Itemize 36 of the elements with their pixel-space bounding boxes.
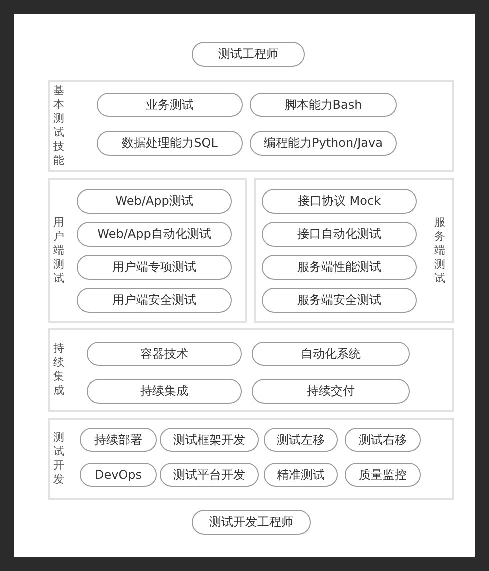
section-panel	[48, 80, 454, 172]
skill-pill: 精准测试	[264, 463, 338, 487]
skill-pill: 测试右移	[345, 428, 421, 452]
skill-pill: 接口协议 Mock	[262, 189, 417, 214]
skill-pill: 接口自动化测试	[262, 222, 417, 247]
section-title: 用户端测试	[53, 216, 65, 286]
section-panel	[48, 418, 454, 500]
skill-pill: 用户端专项测试	[77, 255, 232, 280]
section-title: 持续集成	[53, 342, 65, 398]
section-title: 服务端测试	[434, 216, 446, 286]
skill-pill: 测试左移	[264, 428, 338, 452]
section-panel	[48, 328, 454, 412]
skill-pill: 持续集成	[87, 379, 242, 404]
skill-pill: 容器技术	[87, 342, 242, 366]
skill-pill: Web/App测试	[77, 189, 232, 214]
skill-pill: 服务端安全测试	[262, 288, 417, 313]
skill-pill: 编程能力Python/Java	[250, 131, 397, 156]
skill-pill: 自动化系统	[252, 342, 410, 366]
skill-pill: DevOps	[80, 463, 157, 487]
skill-pill: 数据处理能力SQL	[97, 131, 243, 156]
role-pill: 测试工程师	[192, 42, 305, 67]
section-title: 基本测试技能	[53, 84, 65, 168]
role-pill: 测试开发工程师	[192, 510, 311, 535]
section-panel	[48, 178, 247, 323]
skill-pill: 用户端安全测试	[77, 288, 232, 313]
skill-pill: 持续部署	[80, 428, 157, 452]
skill-pill: 业务测试	[97, 93, 243, 117]
skill-pill: 持续交付	[252, 379, 410, 404]
skill-pill: 服务端性能测试	[262, 255, 417, 280]
skill-pill: 测试平台开发	[160, 463, 259, 487]
section-panel	[254, 178, 454, 323]
skill-pill: 质量监控	[345, 463, 421, 487]
section-title: 测试开发	[53, 431, 65, 487]
skill-pill: 测试框架开发	[160, 428, 259, 452]
skill-pill: 脚本能力Bash	[250, 93, 397, 117]
skill-pill: Web/App自动化测试	[77, 222, 232, 247]
